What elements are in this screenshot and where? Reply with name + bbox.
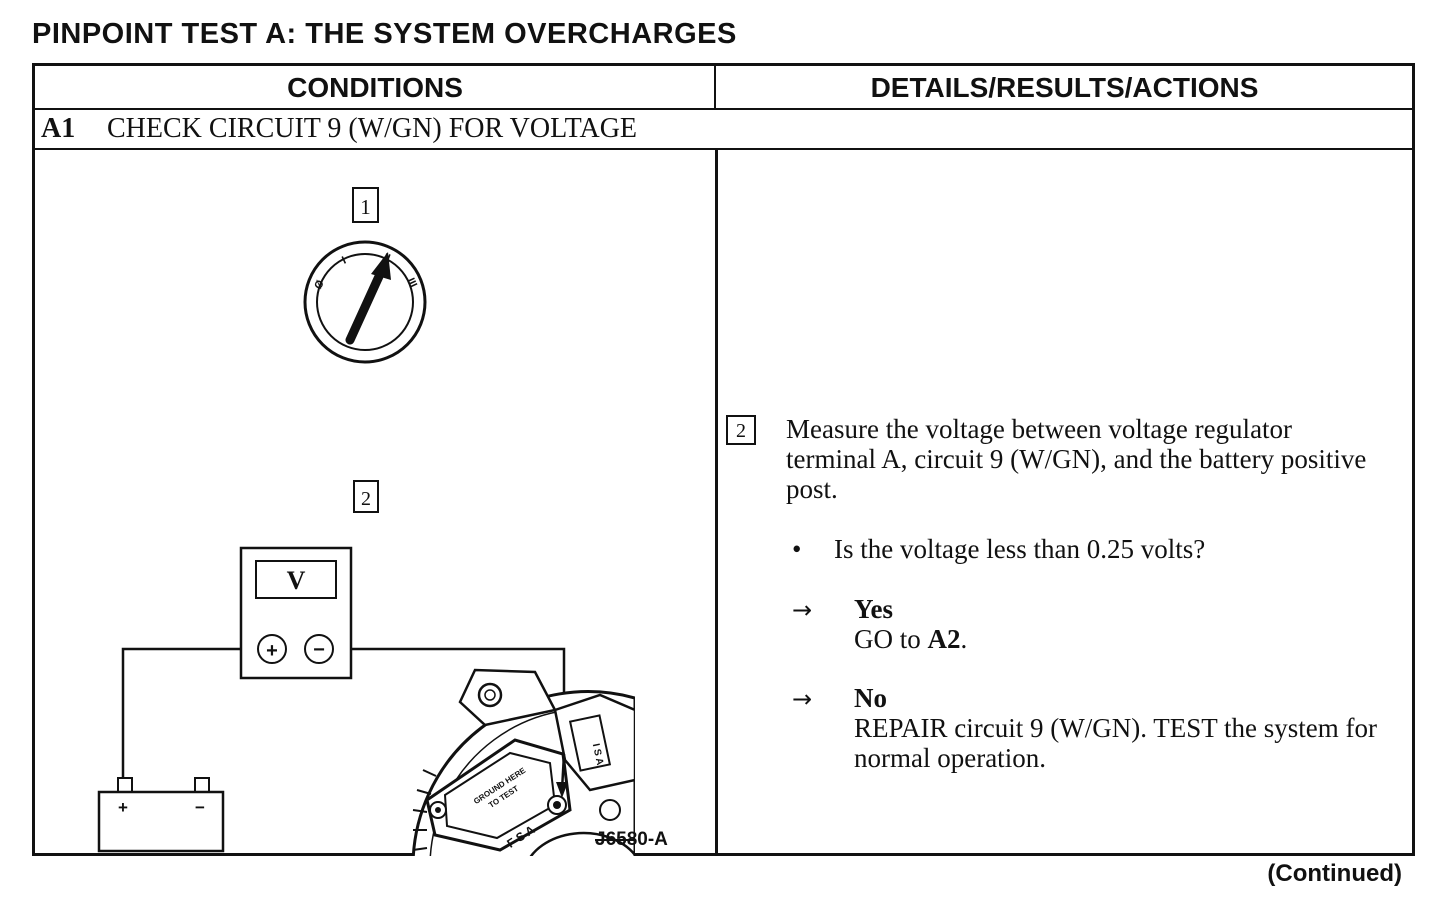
question-text: Is the voltage less than 0.25 volts? — [834, 534, 1206, 564]
no-action: REPAIR circuit 9 (W/GN). TEST the system… — [854, 713, 1377, 773]
pinpoint-test-table: CONDITIONS DETAILS/RESULTS/ACTIONS A1 CH… — [32, 63, 1415, 868]
header-divider — [714, 66, 716, 108]
yes-action-prefix: GO to — [854, 624, 928, 654]
battery-plus-label: + — [118, 798, 128, 817]
meter-minus-terminal: − — [313, 639, 325, 661]
meter-plus-terminal: + — [266, 640, 278, 662]
yes-action: GO to A2. — [854, 624, 967, 654]
details-panel: 2 Measure the voltage between voltage re… — [718, 150, 1412, 853]
wiring-diagram: 1 Ø I II III 2 V — [97, 187, 668, 868]
battery-icon: + − — [97, 777, 225, 853]
callout-2-label: 2 — [361, 488, 371, 510]
voltmeter-icon: V + − — [239, 546, 353, 680]
step-row: A1 CHECK CIRCUIT 9 (W/GN) FOR VOLTAGE — [35, 108, 1412, 150]
voltage-regulator-icon: I S A GROUND HERE TO TEST F S A — [411, 668, 635, 868]
no-arrow-icon: → — [792, 685, 813, 713]
column-divider — [715, 150, 718, 853]
table-header-row: CONDITIONS DETAILS/RESULTS/ACTIONS — [35, 66, 1412, 110]
ignition-switch-icon: Ø I II III — [303, 240, 427, 364]
connector-marking: I S A — [590, 743, 605, 767]
yes-arrow-icon: → — [792, 596, 813, 624]
yes-action-target: A2 — [927, 624, 961, 654]
callout-1-label: 1 — [360, 195, 371, 219]
conditions-header: CONDITIONS — [287, 72, 463, 103]
figure-id: J6580-A — [595, 829, 668, 850]
meter-display-label: V — [287, 566, 306, 595]
callout-2: 2 — [353, 480, 379, 513]
step-title: CHECK CIRCUIT 9 (W/GN) FOR VOLTAGE — [107, 113, 638, 144]
battery-minus-label: − — [195, 798, 205, 817]
page-title: PINPOINT TEST A: THE SYSTEM OVERCHARGES — [32, 18, 737, 50]
ignition-pos-1: I — [340, 255, 348, 267]
no-label: No — [854, 683, 887, 713]
bullet: • — [792, 534, 802, 564]
step-id: A1 — [41, 113, 76, 144]
continued-note: (Continued) — [1267, 860, 1402, 887]
instruction-text: Measure the voltage between voltage regu… — [786, 414, 1367, 504]
yes-label: Yes — [854, 594, 893, 624]
conditions-diagram: 1 Ø I II III 2 V — [35, 150, 715, 868]
step-number-box: 2 — [726, 415, 756, 445]
callout-1: 1 — [352, 187, 379, 223]
yes-action-suffix: . — [960, 624, 968, 654]
details-header: DETAILS/RESULTS/ACTIONS — [870, 72, 1259, 103]
